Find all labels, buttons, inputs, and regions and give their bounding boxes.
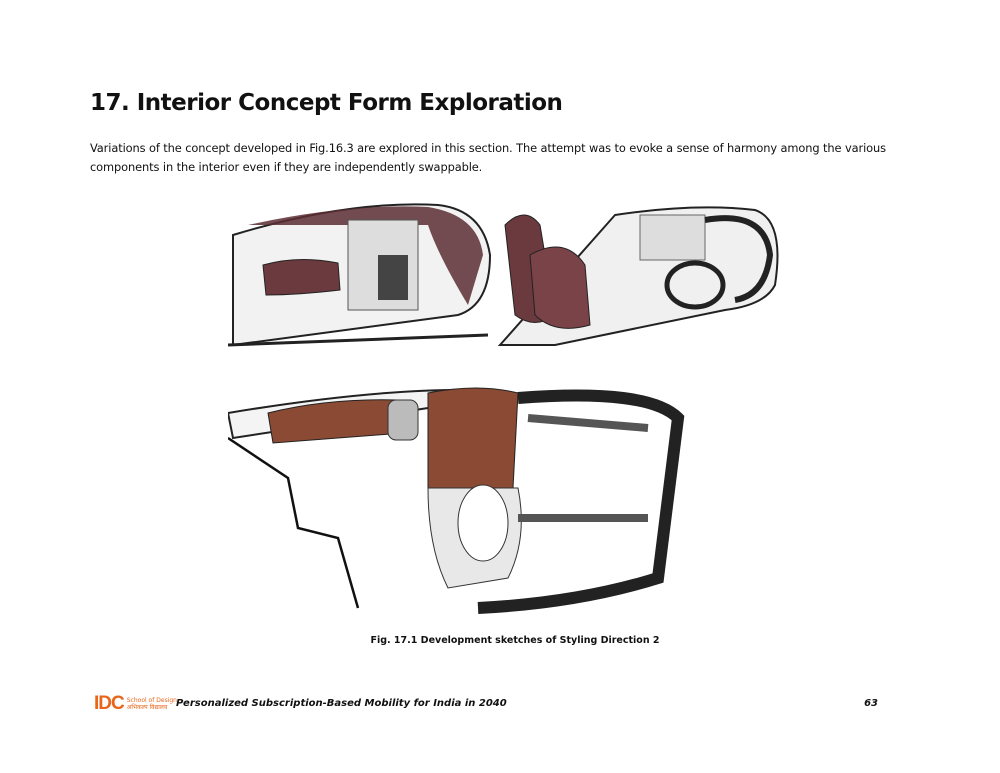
- figure-caption: Fig. 17.1 Development sketches of Stylin…: [370, 635, 660, 646]
- logo-sub-hi: अभिकल्प विद्यालय: [126, 704, 168, 711]
- page-title: 17. Interior Concept Form Exploration: [90, 90, 563, 116]
- idc-logo: IDC School of Design अभिकल्प विद्यालय: [94, 693, 177, 715]
- document-title: Personalized Subscription-Based Mobility…: [176, 698, 507, 709]
- page-footer: IDC School of Design अभिकल्प विद्यालय Pe…: [94, 693, 878, 715]
- logo-text: IDC: [94, 693, 125, 714]
- logo-subtitle: School of Design अभिकल्प विद्यालय: [127, 697, 177, 711]
- sketch-interior-bottom: [228, 387, 685, 614]
- page-number: 63: [864, 698, 878, 709]
- sketch-interior-top-right: [497, 206, 779, 346]
- sketch-interior-top-left: [228, 203, 492, 347]
- intro-paragraph: Variations of the concept developed in F…: [90, 141, 886, 174]
- logo-sub-en: School of Design: [126, 697, 177, 704]
